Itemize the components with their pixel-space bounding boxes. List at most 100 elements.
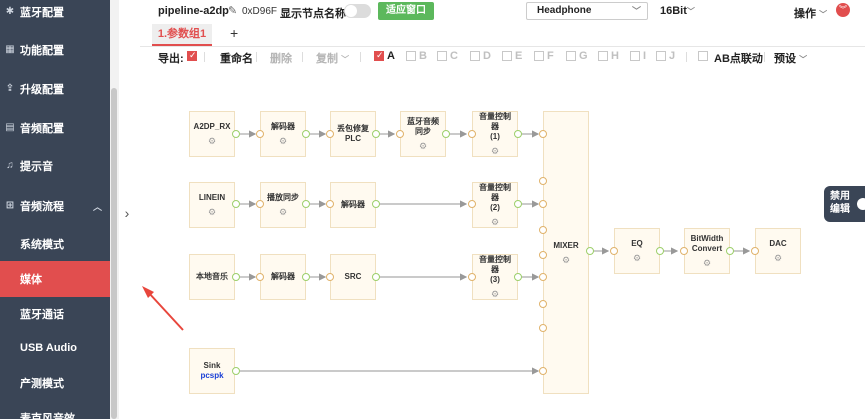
bit-depth-select[interactable]: 16Bit﹀ xyxy=(660,5,695,17)
output-port[interactable] xyxy=(514,130,522,138)
add-tab-button[interactable]: + xyxy=(230,25,239,41)
gear-icon[interactable]: ⚙ xyxy=(418,141,428,151)
rename-button[interactable]: 重命名 xyxy=(220,53,253,65)
gear-icon[interactable]: ⚙ xyxy=(773,253,783,263)
output-port[interactable] xyxy=(372,130,380,138)
sidebar-item-audio-flow[interactable]: ⊞ 音频流程 ︿ xyxy=(0,188,110,224)
gear-icon[interactable]: ⚙ xyxy=(278,136,288,146)
node-dac[interactable]: DAC ⚙ xyxy=(755,228,801,274)
fit-window-button[interactable]: 适应窗口 xyxy=(378,2,434,20)
node-decoder-3[interactable]: 解码器 xyxy=(260,254,306,300)
sidebar-subitem-mic-effect[interactable]: 麦克风音效 xyxy=(0,400,110,419)
output-port[interactable] xyxy=(586,247,594,255)
output-port[interactable] xyxy=(656,247,664,255)
input-port[interactable] xyxy=(256,200,264,208)
input-port[interactable] xyxy=(610,247,618,255)
gear-icon[interactable]: ⚙ xyxy=(207,136,217,146)
input-port[interactable] xyxy=(539,367,547,375)
copy-button[interactable]: 复制 ﹀ xyxy=(316,50,349,66)
gear-icon[interactable]: ⚙ xyxy=(278,207,288,217)
operation-arrow-icon[interactable]: ︾ xyxy=(836,3,850,17)
gear-icon[interactable]: ⚙ xyxy=(490,217,500,227)
output-port[interactable] xyxy=(514,273,522,281)
input-port[interactable] xyxy=(326,273,334,281)
input-port[interactable] xyxy=(468,130,476,138)
tab-param-group-1[interactable]: 1.参数组1 xyxy=(152,24,212,44)
node-volume-2[interactable]: 音量控制 器 (2) ⚙ xyxy=(472,182,518,228)
group-checkbox-h[interactable] xyxy=(598,51,608,61)
input-port[interactable] xyxy=(751,247,759,255)
output-port[interactable] xyxy=(232,367,240,375)
node-linein[interactable]: LINEIN ⚙ xyxy=(189,182,235,228)
input-port[interactable] xyxy=(539,273,547,281)
input-port[interactable] xyxy=(539,300,547,308)
preset-menu[interactable]: 预设 ﹀ xyxy=(774,50,807,66)
gear-icon[interactable]: ⚙ xyxy=(702,258,712,268)
sidebar-item-audio-config[interactable]: ▤ 音频配置 xyxy=(0,110,110,146)
group-checkbox-a[interactable] xyxy=(374,50,384,61)
input-port[interactable] xyxy=(396,130,404,138)
node-plc[interactable]: 丢包修复 PLC xyxy=(330,111,376,157)
group-checkbox-g[interactable] xyxy=(566,51,576,61)
sidebar-subitem-usb-audio[interactable]: USB Audio xyxy=(0,330,110,366)
node-bitwidth-convert[interactable]: BitWidth Convert ⚙ xyxy=(684,228,730,274)
device-select[interactable]: Headphone ﹀ xyxy=(526,2,648,20)
input-port[interactable] xyxy=(326,130,334,138)
group-checkbox-f[interactable] xyxy=(534,51,544,61)
gear-icon[interactable]: ⚙ xyxy=(490,289,500,299)
sidebar-item-bt-config[interactable]: ✱ 蓝牙配置 xyxy=(0,0,110,30)
group-checkbox-j[interactable] xyxy=(656,51,666,61)
show-node-name-toggle[interactable] xyxy=(344,4,371,18)
sidebar-scrollbar-thumb[interactable] xyxy=(111,88,117,419)
operation-menu[interactable]: 操作 ﹀ xyxy=(794,5,827,21)
input-port[interactable] xyxy=(256,273,264,281)
ab-link-checkbox[interactable] xyxy=(698,51,708,61)
output-port[interactable] xyxy=(302,200,310,208)
output-port[interactable] xyxy=(232,200,240,208)
input-port[interactable] xyxy=(326,200,334,208)
output-port[interactable] xyxy=(232,130,240,138)
gear-icon[interactable]: ⚙ xyxy=(632,253,642,263)
edit-icon[interactable]: ✎ xyxy=(228,5,238,17)
output-port[interactable] xyxy=(514,200,522,208)
input-port[interactable] xyxy=(680,247,688,255)
node-eq[interactable]: EQ ⚙ xyxy=(614,228,660,274)
sidebar-subitem-system-mode[interactable]: 系统模式 xyxy=(0,226,110,262)
group-checkbox-e[interactable] xyxy=(502,51,512,61)
output-port[interactable] xyxy=(302,130,310,138)
node-a2dp-rx[interactable]: A2DP_RX ⚙ xyxy=(189,111,235,157)
gear-icon[interactable]: ⚙ xyxy=(561,254,571,265)
sidebar-item-upgrade-config[interactable]: ⇪ 升级配置 xyxy=(0,71,110,107)
node-src[interactable]: SRC xyxy=(330,254,376,300)
export-checkbox[interactable] xyxy=(187,50,197,61)
group-checkbox-d[interactable] xyxy=(470,51,480,61)
node-decoder-2[interactable]: 解码器 xyxy=(330,182,376,228)
output-port[interactable] xyxy=(372,273,380,281)
input-port[interactable] xyxy=(539,324,547,332)
delete-button[interactable]: 删除 xyxy=(270,53,292,65)
input-port[interactable] xyxy=(468,200,476,208)
input-port[interactable] xyxy=(539,130,547,138)
output-port[interactable] xyxy=(232,273,240,281)
node-bt-audio-sync[interactable]: 蓝牙音频 同步 ⚙ xyxy=(400,111,446,157)
output-port[interactable] xyxy=(726,247,734,255)
input-port[interactable] xyxy=(539,200,547,208)
input-port[interactable] xyxy=(256,130,264,138)
sidebar-subitem-media[interactable]: 媒体 xyxy=(0,261,110,297)
chevron-right-icon[interactable]: › xyxy=(124,205,130,221)
node-sink[interactable]: Sink pcspk xyxy=(189,348,235,394)
input-port[interactable] xyxy=(539,177,547,185)
output-port[interactable] xyxy=(442,130,450,138)
gear-icon[interactable]: ⚙ xyxy=(490,146,500,156)
node-local-music[interactable]: 本地音乐 xyxy=(189,254,235,300)
node-volume-1[interactable]: 音量控制 器 (1) ⚙ xyxy=(472,111,518,157)
input-port[interactable] xyxy=(539,251,547,259)
output-port[interactable] xyxy=(302,273,310,281)
sidebar-item-prompt-tone[interactable]: ♫ 提示音 xyxy=(0,148,110,184)
group-checkbox-i[interactable] xyxy=(630,51,640,61)
sidebar-subitem-test-mode[interactable]: 产测模式 xyxy=(0,365,110,401)
gear-icon[interactable]: ⚙ xyxy=(207,207,217,217)
node-volume-3[interactable]: 音量控制 器 (3) ⚙ xyxy=(472,254,518,300)
input-port[interactable] xyxy=(468,273,476,281)
disable-edit-toggle[interactable]: 禁用 编辑 xyxy=(824,186,865,222)
